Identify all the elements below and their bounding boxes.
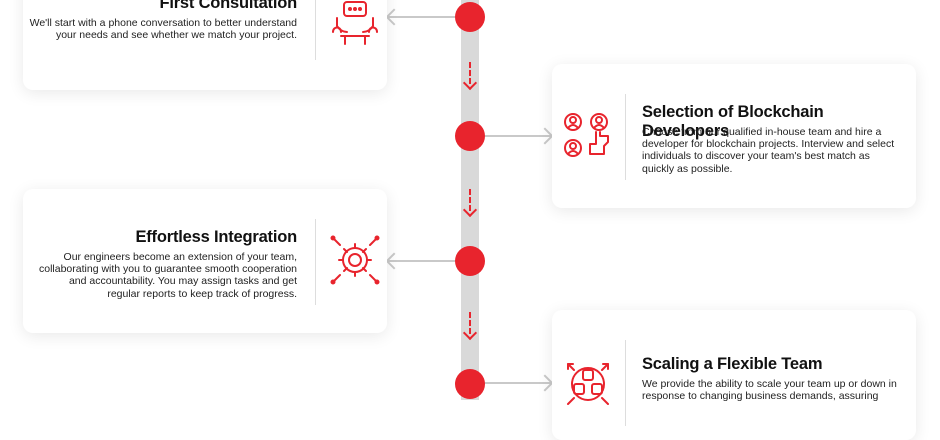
timeline-dot-1 bbox=[455, 2, 485, 32]
timeline-dashed-arrow-2 bbox=[469, 189, 471, 211]
step-title: Effortless Integration bbox=[135, 228, 297, 246]
step-card-scaling-team: Scaling a Flexible Team We provide the a… bbox=[552, 310, 916, 440]
timeline-dot-2 bbox=[455, 121, 485, 151]
card-divider bbox=[315, 219, 316, 305]
step-title: Selection of Blockchain Developers bbox=[642, 103, 824, 140]
card-divider bbox=[315, 0, 316, 60]
timeline-dashed-arrow-1 bbox=[469, 62, 471, 84]
step-card-effortless-integration: Effortless Integration Our engineers bec… bbox=[23, 189, 387, 333]
card-divider bbox=[625, 94, 626, 180]
integration-gear-icon bbox=[330, 235, 380, 285]
step-description: Choose from our qualified in-house team … bbox=[642, 126, 895, 175]
timeline-dashed-arrow-3 bbox=[469, 312, 471, 334]
step-description: Our engineers become an extension of you… bbox=[39, 251, 297, 300]
consultation-icon bbox=[332, 1, 378, 45]
team-scaling-icon bbox=[567, 363, 609, 405]
connector-arrow-4 bbox=[485, 382, 551, 384]
step-card-first-consultation: First Consultation We'll start with a ph… bbox=[23, 0, 387, 90]
step-title: First Consultation bbox=[159, 0, 297, 12]
connector-arrow-2 bbox=[485, 135, 551, 137]
step-card-selection-of-developers: Selection of Blockchain Developers Choos… bbox=[552, 64, 916, 208]
developer-selection-icon bbox=[564, 113, 609, 157]
connector-arrow-1 bbox=[388, 16, 455, 18]
timeline-dot-4 bbox=[455, 369, 485, 399]
timeline-dot-3 bbox=[455, 246, 485, 276]
step-description: We'll start with a phone conversation to… bbox=[29, 17, 297, 42]
connector-arrow-3 bbox=[388, 260, 455, 262]
step-description: We provide the ability to scale your tea… bbox=[642, 378, 897, 403]
card-divider bbox=[625, 340, 626, 426]
step-title: Scaling a Flexible Team bbox=[642, 355, 823, 373]
